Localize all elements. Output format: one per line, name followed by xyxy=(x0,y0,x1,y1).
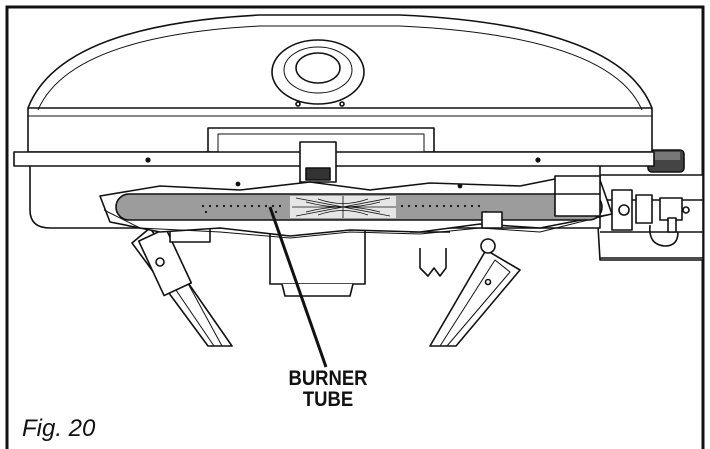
lid-knob xyxy=(271,39,365,107)
right-leg xyxy=(429,238,521,347)
burner-ports xyxy=(201,204,488,214)
callout-line-2: TUBE xyxy=(302,388,354,411)
burner-tube xyxy=(115,175,603,229)
spider-web xyxy=(292,196,396,218)
figure-label: Fig. 20 xyxy=(22,415,96,442)
left-leg xyxy=(131,227,233,347)
callout-leader xyxy=(268,206,328,368)
callout-line-1: BURNER xyxy=(288,367,368,390)
burner-tube-callout: BURNER TUBE xyxy=(262,368,394,410)
side-assembly xyxy=(594,149,704,261)
